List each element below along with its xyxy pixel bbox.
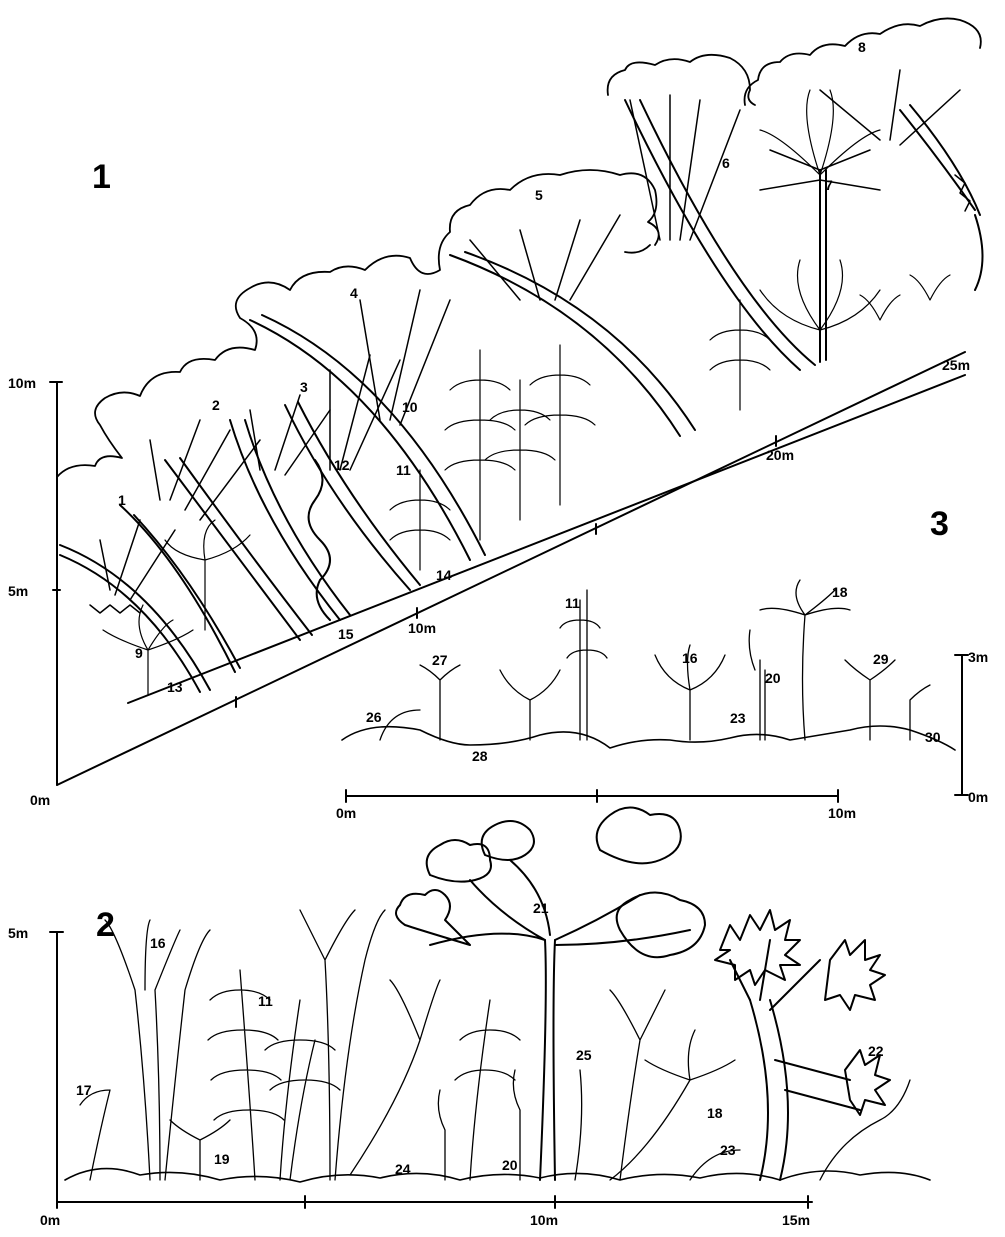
panel-2-ground	[65, 1169, 930, 1182]
species-label: 19	[214, 1151, 230, 1167]
panel-3-species-labels: 11 18 16 20 23 26 27 28 29 30	[366, 584, 941, 764]
x-label-15m: 15m	[782, 1212, 810, 1228]
species-label: 15	[338, 626, 354, 642]
species-label: 5	[535, 187, 543, 203]
species-label: 18	[707, 1105, 723, 1121]
species-label: 30	[925, 729, 941, 745]
panel-1-label: 1	[92, 158, 111, 196]
species-label: 2	[212, 397, 220, 413]
y-label-5m: 5m	[8, 925, 28, 941]
slope-tick-10m: 10m	[408, 620, 436, 636]
species-label: 26	[366, 709, 382, 725]
y-label-0m: 0m	[968, 789, 988, 805]
species-label: 16	[682, 650, 698, 666]
panel-2-profile: 2 5m 0m 10m 15m	[8, 808, 930, 1229]
canopy-branches	[100, 70, 960, 600]
panel-1-slope-forest: 1 10m 5m 0m 10m 20m 25m	[8, 18, 983, 808]
species-label: 11	[258, 993, 273, 1009]
species-label: 16	[150, 935, 166, 951]
species-label: 10	[402, 399, 418, 415]
species-label: 11	[565, 595, 580, 611]
panel-2-label: 2	[96, 906, 115, 944]
species-label: 29	[873, 651, 889, 667]
species-label: 17	[76, 1082, 92, 1098]
tree-22	[715, 910, 890, 1180]
canopy-outline	[745, 18, 981, 105]
species-label: 14	[436, 567, 452, 583]
x-label-0m: 0m	[40, 1212, 60, 1228]
species-label: 27	[432, 652, 448, 668]
species-label: 4	[350, 285, 358, 301]
species-label: 23	[730, 710, 746, 726]
panel-3-label: 3	[930, 505, 949, 543]
moss-fringe	[90, 605, 140, 613]
species-label: 25	[576, 1047, 592, 1063]
species-label: 22	[868, 1043, 884, 1059]
canopy-outline	[608, 55, 755, 105]
panel-1-ground-line	[57, 352, 965, 785]
panel-2-plants	[80, 910, 910, 1180]
slope-tick-20m: 20m	[766, 447, 794, 463]
species-label: 20	[765, 670, 781, 686]
panel-1-forest-floor	[128, 375, 965, 703]
panel-2-species-labels: 16 11 17 19 24 20 21 25 18 23 22	[76, 900, 884, 1177]
panel-3-plants	[380, 580, 930, 740]
species-label: 28	[472, 748, 488, 764]
x-label-10m: 10m	[530, 1212, 558, 1228]
panel-3-ground	[342, 726, 955, 750]
y-label-5m: 5m	[8, 583, 28, 599]
species-label: 24	[395, 1161, 411, 1177]
species-label: 12	[334, 457, 350, 473]
panel-3-profile: 3 3m 0m 0m 10m 11 18 16 20	[336, 505, 988, 821]
species-label: 8	[858, 39, 866, 55]
liana	[309, 460, 330, 620]
species-label: 1	[118, 492, 126, 508]
species-label: 18	[832, 584, 848, 600]
species-label: 9	[135, 645, 143, 661]
x-label-0m: 0m	[336, 805, 356, 821]
canopy-outline	[625, 245, 650, 253]
species-label: 6	[722, 155, 730, 171]
species-label: 20	[502, 1157, 518, 1173]
slope-tick-25m: 25m	[942, 357, 970, 373]
species-label: 3	[300, 379, 308, 395]
species-label: 7	[825, 177, 833, 193]
species-label: 23	[720, 1142, 736, 1158]
panel-1-species-labels: 1 2 3 4 5 6 7 8 9 10 11 12 13 14 15	[118, 39, 866, 695]
y-label-10m: 10m	[8, 375, 36, 391]
species-label: 11	[396, 462, 411, 478]
y-label-3m: 3m	[968, 649, 988, 665]
y-label-0m: 0m	[30, 792, 50, 808]
species-label: 13	[167, 679, 183, 695]
tree-trunks	[60, 100, 983, 692]
species-label: 21	[533, 900, 549, 916]
x-label-10m: 10m	[828, 805, 856, 821]
canopy-outline	[57, 170, 659, 477]
